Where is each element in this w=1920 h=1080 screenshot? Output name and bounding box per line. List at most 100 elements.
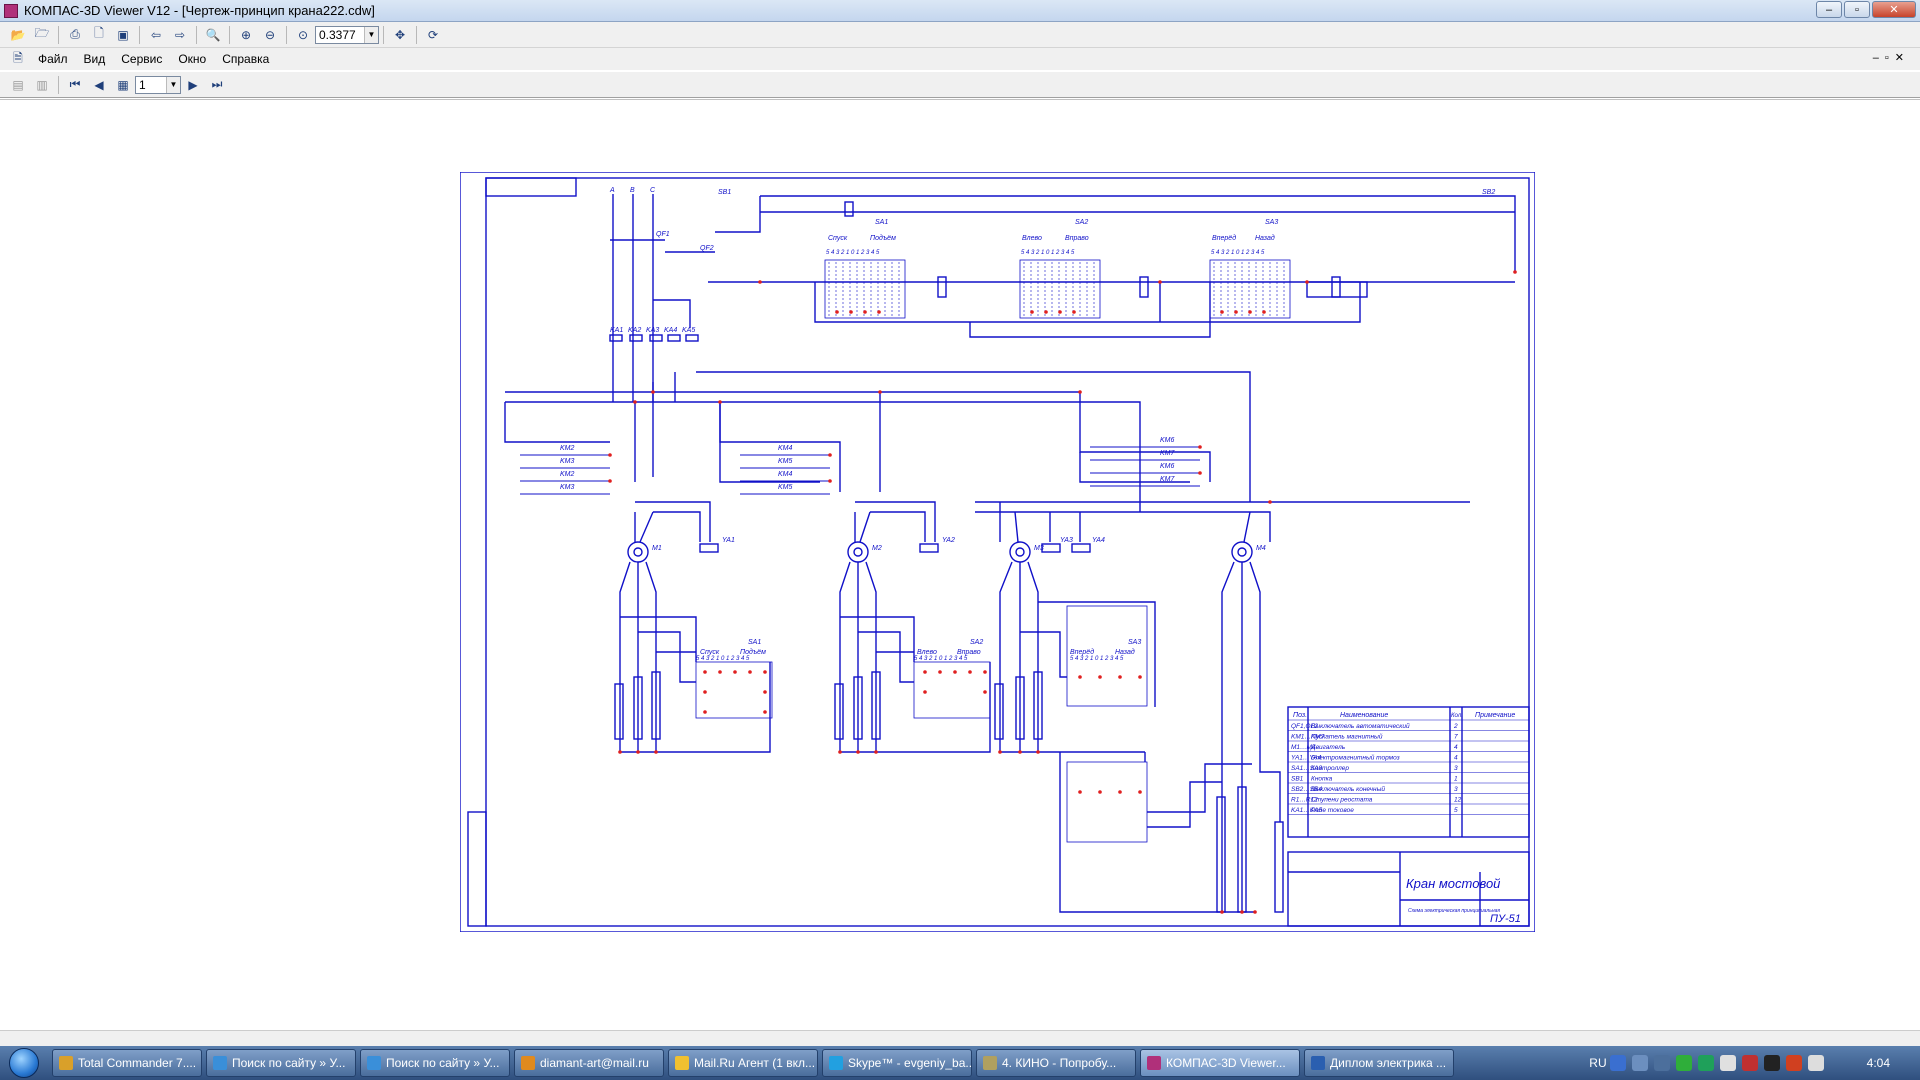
side-stamp	[467, 811, 487, 927]
refresh-view-icon[interactable]: ⟳	[427, 27, 439, 42]
menu-view[interactable]: Вид	[83, 52, 106, 66]
label-sa2-bottom: SA2	[970, 639, 983, 646]
last-page-icon[interactable]: ⏭	[211, 77, 223, 91]
menu-file[interactable]: Файл	[38, 52, 68, 66]
language-indicator[interactable]: RU	[1589, 1056, 1607, 1070]
spec-cell: YA1…YA4	[1291, 755, 1322, 762]
taskbar-item[interactable]: Total Commander 7....	[52, 1049, 202, 1077]
back-arrow-icon[interactable]: ⇦	[150, 27, 162, 42]
status-strip	[0, 1030, 1920, 1046]
app-icon	[675, 1056, 689, 1070]
menu-service[interactable]: Сервис	[121, 52, 163, 66]
km-group1-d: KM3	[560, 484, 575, 491]
junction-dot	[1240, 910, 1244, 914]
spec-cell: 3	[1454, 765, 1458, 772]
open-file-icon[interactable]: 📂	[10, 27, 26, 42]
taskbar-item[interactable]: Mail.Ru Агент (1 вкл...	[668, 1049, 818, 1077]
label-ya1: YA1	[722, 537, 735, 544]
km-group1-c: KM2	[560, 471, 575, 478]
label-sa3-top: SA3	[1265, 219, 1278, 226]
title-block-name: Кран мостовой	[1406, 876, 1500, 891]
junction-dot	[863, 310, 867, 314]
page-setup-icon[interactable]: ▣	[117, 27, 129, 42]
spec-header-qty: Кол.	[1451, 713, 1463, 719]
taskbar-item-label: Total Commander 7....	[78, 1056, 197, 1070]
sa2-label-right: Вправо	[1065, 235, 1089, 242]
open-recent-icon[interactable]: 🗁	[34, 26, 50, 40]
taskbar-item-label: Mail.Ru Агент (1 вкл...	[694, 1056, 816, 1070]
zoom-in-icon[interactable]: ⊕	[240, 27, 252, 42]
drawing-workspace[interactable]	[0, 99, 1920, 1030]
print-icon[interactable]: ⎙	[70, 27, 80, 41]
zoom-scale-icon[interactable]: ⊙	[297, 27, 309, 42]
agent-tray-icon[interactable]	[1697, 1055, 1714, 1071]
resistor-r6	[871, 671, 881, 740]
taskbar-item[interactable]: Поиск по сайту » У...	[360, 1049, 510, 1077]
prev-page-icon[interactable]: ◀	[94, 77, 104, 92]
sa3-bottom-back: Назад	[1115, 648, 1135, 656]
system-tray: RU 4:04	[1589, 1046, 1920, 1080]
app-icon	[1147, 1056, 1161, 1070]
taskbar-item[interactable]: Skype™ - evgeniy_ba...	[822, 1049, 972, 1077]
label-ka1: KA1	[610, 327, 623, 334]
zoom-window-icon[interactable]: 🔍	[205, 27, 221, 42]
forward-arrow-icon[interactable]: ⇨	[174, 27, 186, 42]
print-preview-icon[interactable]: 🗋	[94, 26, 104, 40]
layer-icon[interactable]: ▤	[12, 77, 24, 92]
control-line-left	[715, 196, 761, 233]
spec-cell: 7	[1454, 734, 1458, 741]
task-list: Total Commander 7.... Поиск по сайту » У.…	[48, 1049, 1454, 1077]
pan-icon[interactable]: ✥	[394, 27, 406, 42]
zoom-combo[interactable]: 0.3377 ▼	[315, 25, 379, 44]
junction-dot	[878, 390, 882, 394]
taskbar-item[interactable]: diamant-art@mail.ru	[514, 1049, 664, 1077]
layer-off-icon[interactable]: ▥	[36, 77, 48, 92]
first-page-icon[interactable]: ⏮	[69, 77, 81, 91]
junction-dot	[856, 750, 860, 754]
junction-dot	[968, 670, 972, 674]
help-icon[interactable]	[1609, 1055, 1626, 1071]
spec-cell: SB1	[1291, 776, 1304, 783]
chevron-down-icon[interactable]: ▼	[166, 76, 180, 93]
taskbar-item[interactable]: КОМПАС-3D Viewer...	[1140, 1049, 1300, 1077]
clock[interactable]: 4:04	[1866, 1056, 1890, 1070]
label-sa1-top: SA1	[875, 219, 888, 226]
brake-ya1	[699, 543, 719, 553]
electrical-schematic[interactable]: A B C SB1 SB2 QF1 QF2 KA1 KA2 KA3 KA4 KA…	[460, 172, 1535, 932]
start-button[interactable]	[0, 1046, 48, 1080]
junction-dot	[654, 750, 658, 754]
alert-icon[interactable]	[1785, 1055, 1802, 1071]
volume-icon[interactable]	[1807, 1055, 1824, 1071]
window-title: КОМПАС-3D Viewer V12 - [Чертеж-принцип к…	[24, 3, 375, 18]
windows-orb-icon	[9, 1048, 39, 1078]
chevron-down-icon[interactable]: ▼	[364, 26, 378, 43]
spec-cell: Контроллер	[1311, 765, 1349, 772]
monitor-icon[interactable]	[1763, 1055, 1780, 1071]
doc-window-controls[interactable]: –▫✕	[1872, 52, 1910, 64]
junction-dot	[718, 400, 722, 404]
taskbar-item-label: Диплом электрика ...	[1330, 1056, 1447, 1070]
pen-icon[interactable]	[1631, 1055, 1648, 1071]
network-icon[interactable]	[1719, 1055, 1736, 1071]
taskbar-item[interactable]: Диплом электрика ...	[1304, 1049, 1454, 1077]
km-group2-a: KM4	[778, 445, 793, 452]
pages-icon[interactable]: ▦	[117, 77, 129, 92]
maximize-button[interactable]: ▫	[1844, 1, 1870, 18]
flag-icon[interactable]	[1741, 1055, 1758, 1071]
page-combo[interactable]: 1 ▼	[135, 75, 181, 94]
label-sb2: SB2	[1482, 189, 1495, 196]
chevron-icon[interactable]	[1653, 1055, 1670, 1071]
minimize-button[interactable]: –	[1816, 1, 1842, 18]
menu-window[interactable]: Окно	[178, 52, 207, 66]
taskbar-item[interactable]: Поиск по сайту » У...	[206, 1049, 356, 1077]
junction-dot	[1036, 750, 1040, 754]
menu-help[interactable]: Справка	[222, 52, 270, 66]
close-button[interactable]: ✕	[1872, 1, 1916, 18]
toolbar-separator	[139, 25, 140, 44]
next-page-icon[interactable]: ▶	[188, 77, 198, 92]
sa3-positions: 5 4 3 2 1 0 1 2 3 4 5	[1211, 250, 1265, 256]
main-toolbar: 📂 🗁 ⎙ 🗋 ▣ ⇦ ⇨ 🔍 ⊕ ⊖ ⊙ 0.3377 ▼ ✥ ⟳	[0, 22, 1920, 48]
zoom-out-icon[interactable]: ⊖	[264, 27, 276, 42]
taskbar-item[interactable]: 4. КИНО - Попробу...	[976, 1049, 1136, 1077]
skype-tray-icon[interactable]	[1675, 1055, 1692, 1071]
